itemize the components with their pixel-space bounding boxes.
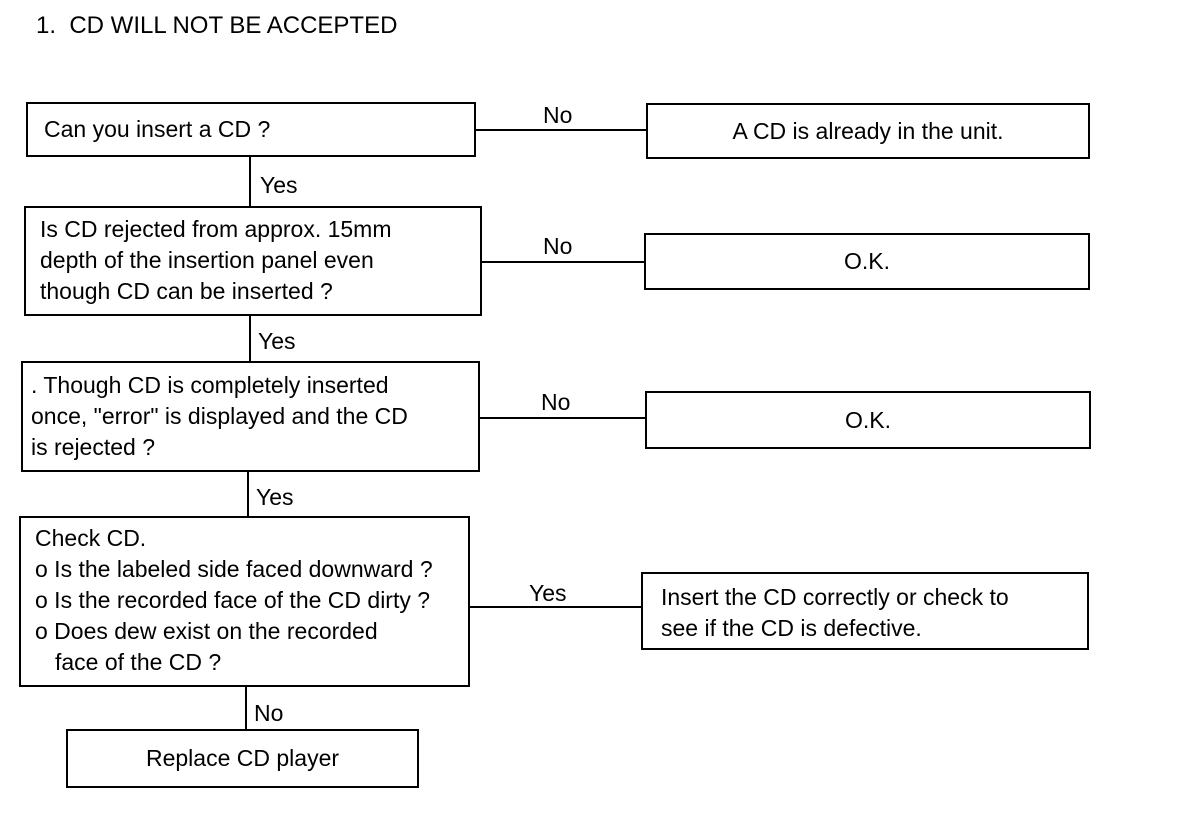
result-box-3: O.K. (645, 391, 1091, 449)
q4-no-label: No (254, 700, 284, 726)
result-box-4: Insert the CD correctly or check to see … (641, 572, 1089, 650)
question-box-2: Is CD rejected from approx. 15mm depth o… (24, 206, 482, 316)
question-4-item-2: o Is the recorded face of the CD dirty ? (35, 587, 431, 613)
diagram-title: 1. CD WILL NOT BE ACCEPTED (36, 12, 398, 39)
q1-no-label: No (543, 102, 573, 128)
question-1-text: Can you insert a CD ? (44, 116, 271, 142)
result-4-line-2: see if the CD is defective. (661, 615, 922, 641)
q3-yes-label: Yes (256, 484, 294, 510)
result-4-line-1: Insert the CD correctly or check to (661, 584, 1009, 610)
q4-yes-label: Yes (529, 580, 567, 606)
question-box-4: Check CD. o Is the labeled side faced do… (19, 516, 470, 687)
question-2-line-3: though CD can be inserted ? (40, 278, 333, 304)
question-3-line-1: . Though CD is completely inserted (31, 372, 389, 398)
question-3-line-2: once, "error" is displayed and the CD (31, 403, 408, 429)
result-box-2: O.K. (644, 233, 1090, 290)
final-text: Replace CD player (145, 745, 340, 771)
question-3-line-3: is rejected ? (31, 434, 156, 460)
result-3-text: O.K. (844, 406, 891, 433)
q3-no-label: No (541, 389, 571, 415)
result-box-1: A CD is already in the unit. (646, 103, 1090, 159)
question-2-line-1: Is CD rejected from approx. 15mm (40, 216, 392, 242)
q2-no-label: No (543, 233, 573, 259)
question-2-line-2: depth of the insertion panel even (40, 247, 374, 273)
result-1-text: A CD is already in the unit. (732, 117, 1004, 144)
question-box-3: . Though CD is completely inserted once,… (21, 361, 480, 472)
q2-yes-label: Yes (258, 328, 296, 354)
question-4-item-3-continuation: face of the CD ? (55, 649, 222, 675)
final-box: Replace CD player (66, 729, 419, 788)
question-box-1: Can you insert a CD ? (26, 102, 476, 157)
result-2-text: O.K. (843, 248, 890, 274)
question-4-heading: Check CD. (35, 525, 147, 551)
question-4-item-3: o Does dew exist on the recorded (35, 618, 378, 644)
question-4-item-1: o Is the labeled side faced downward ? (35, 556, 433, 582)
q1-yes-label: Yes (260, 172, 298, 198)
